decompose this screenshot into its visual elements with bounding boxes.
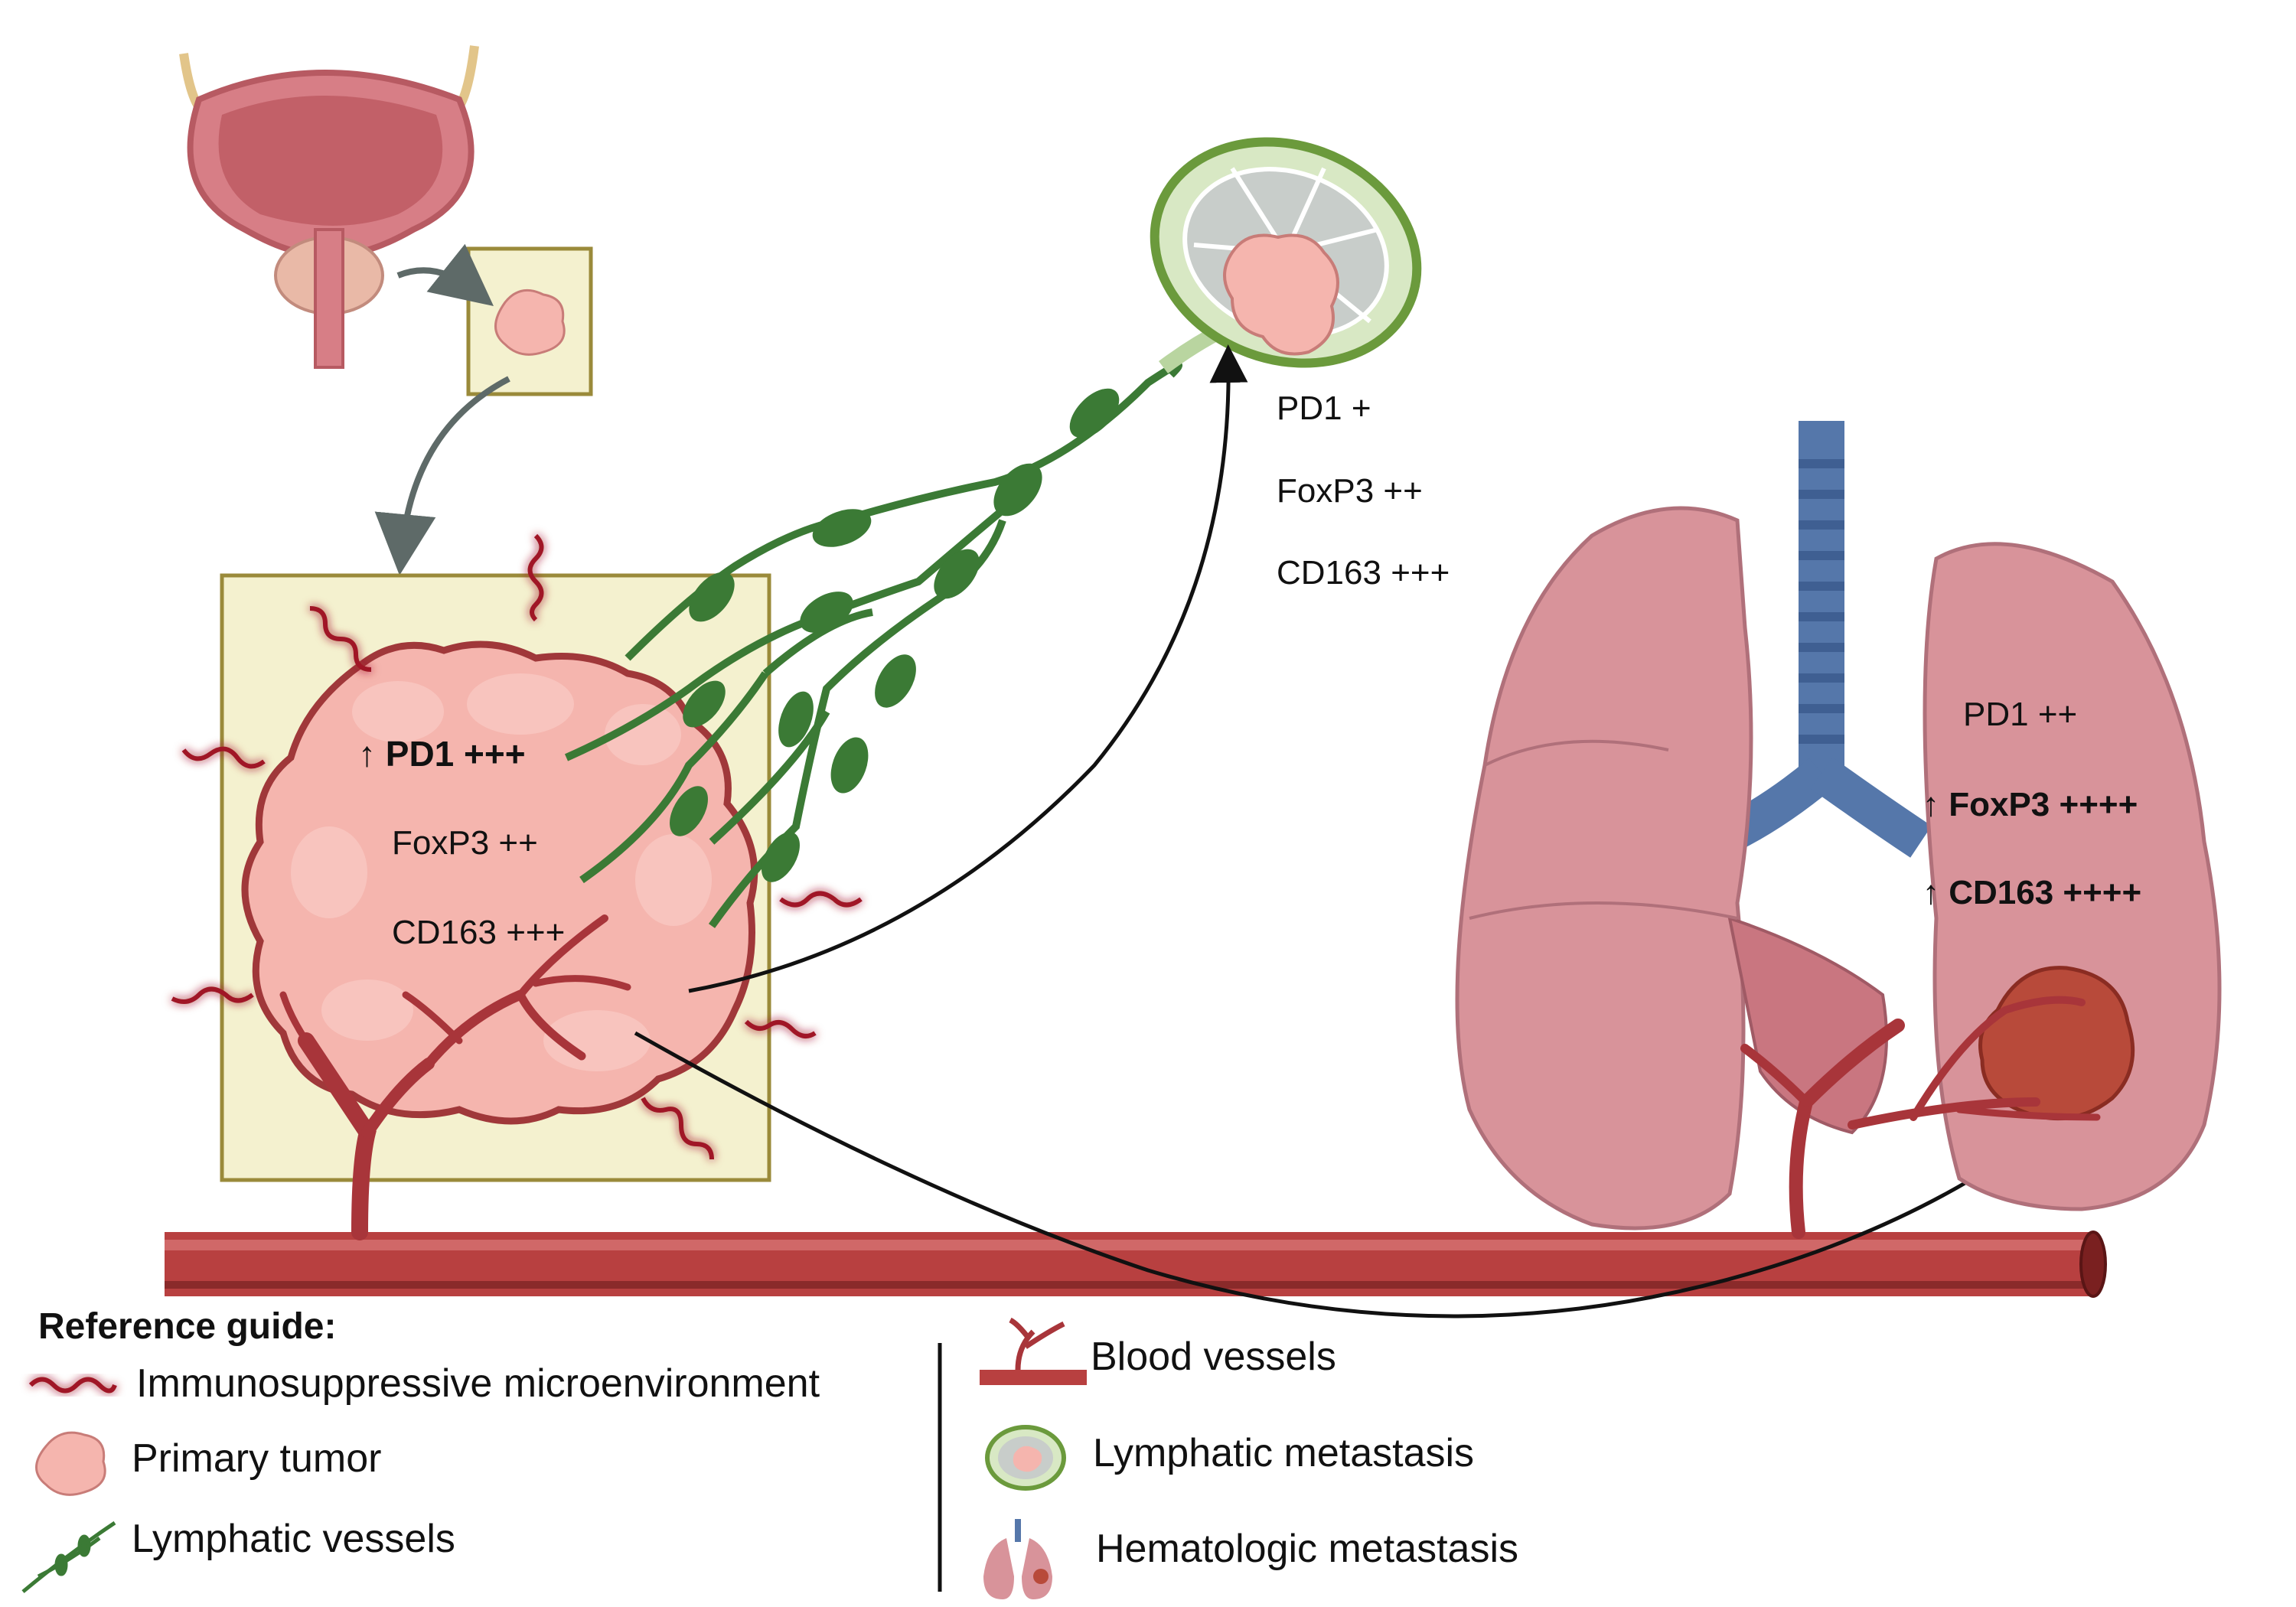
primary-tumor-icon <box>35 1431 106 1496</box>
tumor-pd1-label: ↑ PD1 +++ <box>358 734 526 774</box>
legend-blood-vessels-label: Blood vessels <box>1091 1335 1336 1379</box>
legend-lymphatic-vessels-label: Lymphatic vessels <box>132 1517 455 1561</box>
node-pd1-label: PD1 + <box>1277 390 1371 427</box>
lung-blood-vessels <box>1740 996 2101 1239</box>
legend-lymphatic-metastasis-label: Lymphatic metastasis <box>1093 1431 1475 1475</box>
sample-to-tumor-arrow <box>374 376 510 575</box>
node-foxp3-label: FoxP3 ++ <box>1277 472 1423 510</box>
lungs-icon <box>983 1519 1052 1599</box>
lung-pd1-label: PD1 ++ <box>1963 696 2078 733</box>
legend-immunosuppressive-label: Immunosuppressive microenvironment <box>136 1361 820 1406</box>
lung-cd163-label: ↑ CD163 ++++ <box>1923 874 2142 911</box>
tumor-blood-vessels <box>279 914 631 1240</box>
lymph-nodules <box>670 388 1120 882</box>
tumor-lobules <box>291 673 712 1071</box>
bladder-prostate-illustration <box>179 45 479 369</box>
lymphatic-vessel-icon <box>21 1521 116 1593</box>
hematologic-metastasis-arrow <box>634 1031 2045 1319</box>
tumor-sample-box <box>466 246 593 396</box>
tumor-foxp3-label: FoxP3 ++ <box>392 824 538 862</box>
legend-primary-tumor-label: Primary tumor <box>132 1436 382 1481</box>
lymph-node-icon <box>985 1425 1066 1491</box>
left-lung <box>1455 506 1753 1231</box>
legend-title: Reference guide: <box>38 1306 337 1347</box>
node-cd163-label: CD163 +++ <box>1277 554 1450 592</box>
legend-hematologic-metastasis-label: Hematologic metastasis <box>1096 1527 1518 1571</box>
lungs <box>1455 421 2222 1231</box>
lymph-node <box>1150 137 1422 374</box>
tumor-cd163-label: CD163 +++ <box>392 914 566 951</box>
lung-foxp3-label: ↑ FoxP3 ++++ <box>1923 786 2138 823</box>
immunosuppressive-signals <box>171 533 863 1160</box>
lymphatic-metastasis-arrow <box>688 344 1248 993</box>
blood-vessel-icon <box>980 1317 1087 1385</box>
prostate-to-sample-arrow <box>396 243 494 306</box>
immunosuppressive-wave-icon <box>28 1377 117 1393</box>
